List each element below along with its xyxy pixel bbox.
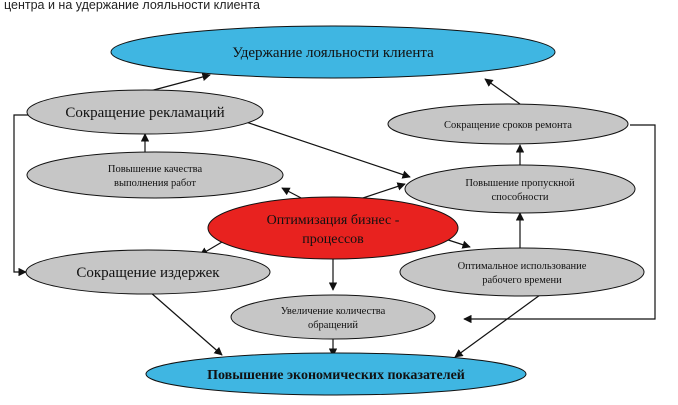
node-repair-terms: Сокращение сроков ремонта [387, 103, 629, 145]
edge-complaints-to-costs-loop [13, 114, 30, 277]
node-quality: Повышение качества выполнения работ [26, 151, 284, 199]
node-throughput-label-2: способности [491, 192, 548, 203]
node-economics-label: Повышение экономических показателей [207, 368, 465, 383]
edge-repair-to-retention [484, 78, 521, 105]
caption: центра и на удержание лояльности клиента [4, 0, 260, 12]
node-complaints: Сокращение рекламаций [26, 89, 264, 135]
node-complaints-label: Сокращение рекламаций [65, 105, 224, 121]
node-worktime: Оптимальное использование рабочего време… [399, 247, 645, 297]
node-optimization: Оптимизация бизнес - процессов [207, 196, 459, 260]
node-optimization-label-2: процессов [302, 232, 364, 247]
edge-complaints-to-retention [149, 72, 211, 92]
edge-opt-to-throughput [359, 182, 406, 200]
node-retention: Удержание лояльности клиента [110, 25, 556, 79]
node-costs-label: Сокращение издержек [76, 265, 220, 281]
node-throughput: Повышение пропускной способности [404, 164, 636, 214]
node-repair-terms-label: Сокращение сроков ремонта [444, 120, 572, 131]
edge-repair-to-requests-loop [463, 124, 656, 324]
connectors [13, 72, 656, 358]
node-worktime-label-2: рабочего времени [482, 275, 562, 286]
node-requests-label-1: Увеличение количества [281, 306, 386, 317]
node-economics: Повышение экономических показателей [145, 352, 527, 396]
node-optimization-label-1: Оптимизация бизнес - [267, 213, 400, 228]
node-costs: Сокращение издержек [25, 249, 271, 295]
edge-costs-to-economics [149, 291, 223, 356]
node-quality-label-2: выполнения работ [114, 178, 196, 189]
node-retention-label: Удержание лояльности клиента [232, 45, 434, 61]
edge-complaints-to-throughput [239, 119, 411, 179]
node-worktime-label-1: Оптимальное использование [458, 261, 587, 272]
edge-worktime-to-economics [454, 294, 541, 358]
node-requests-label-2: обращений [308, 320, 358, 331]
node-quality-label-1: Повышение качества [108, 164, 203, 175]
node-requests: Увеличение количества обращений [230, 294, 436, 340]
node-throughput-label-1: Повышение пропускной [465, 178, 575, 189]
